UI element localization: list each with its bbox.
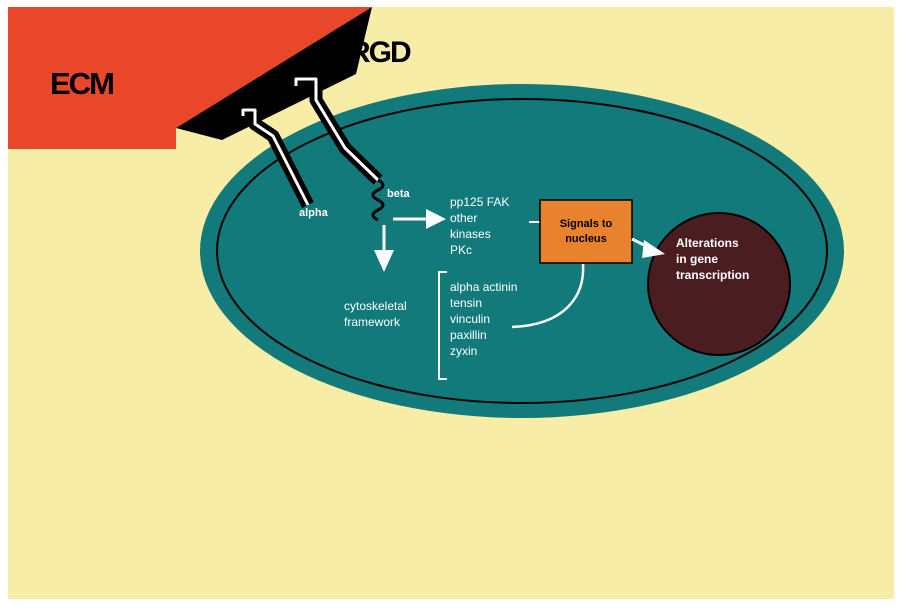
alterations-label-2: in gene (676, 252, 718, 266)
signals-box (539, 199, 633, 264)
signals-label-1: Signals to (560, 218, 613, 230)
protein-list: alpha actinin tensin vinculin paxillin z… (450, 280, 517, 358)
kinase-label-3: kinases (450, 227, 491, 241)
cytoskeletal-label-1: cytoskeletal (344, 299, 407, 313)
ecm-block (8, 7, 372, 149)
connector-vinculin-signals (511, 263, 585, 329)
arrow-to-kinases (393, 209, 446, 229)
nucleus (647, 212, 791, 356)
ecm-label: ECM (50, 66, 113, 101)
protein-label-4: paxillin (450, 328, 487, 342)
protein-label-1: alpha actinin (450, 280, 517, 294)
cytoskeletal-label-2: framework (344, 315, 401, 329)
cell-membrane (216, 98, 828, 404)
alpha-label: alpha (299, 207, 329, 219)
kinase-label-1: pp125 FAK (450, 195, 509, 209)
protein-label-2: tensin (450, 296, 482, 310)
protein-bracket (438, 271, 447, 380)
signals-label-2: nucleus (565, 233, 607, 245)
alterations-label-1: Alterations (676, 236, 739, 250)
integrin-beta-subunit (289, 72, 385, 222)
kinases-list: pp125 FAK other kinases PKc (450, 195, 509, 257)
beta-label: beta (387, 188, 411, 200)
integrin-alpha-subunit (236, 103, 314, 208)
rgd-wedge (176, 7, 372, 140)
kinase-label-2: other (450, 211, 477, 225)
arrow-to-cytoskeleton (374, 225, 394, 272)
protein-label-3: vinculin (450, 312, 490, 326)
beta-squiggle (371, 178, 385, 222)
cytoskeletal-text: cytoskeletal framework (344, 299, 407, 329)
alterations-text: Alterations in gene transcription (676, 236, 749, 282)
alterations-label-3: transcription (676, 268, 749, 282)
protein-label-5: zyxin (450, 344, 477, 358)
rgd-label: RGD (349, 36, 411, 69)
arrow-to-nucleus (631, 237, 665, 258)
kinase-label-4: PKc (450, 243, 472, 257)
